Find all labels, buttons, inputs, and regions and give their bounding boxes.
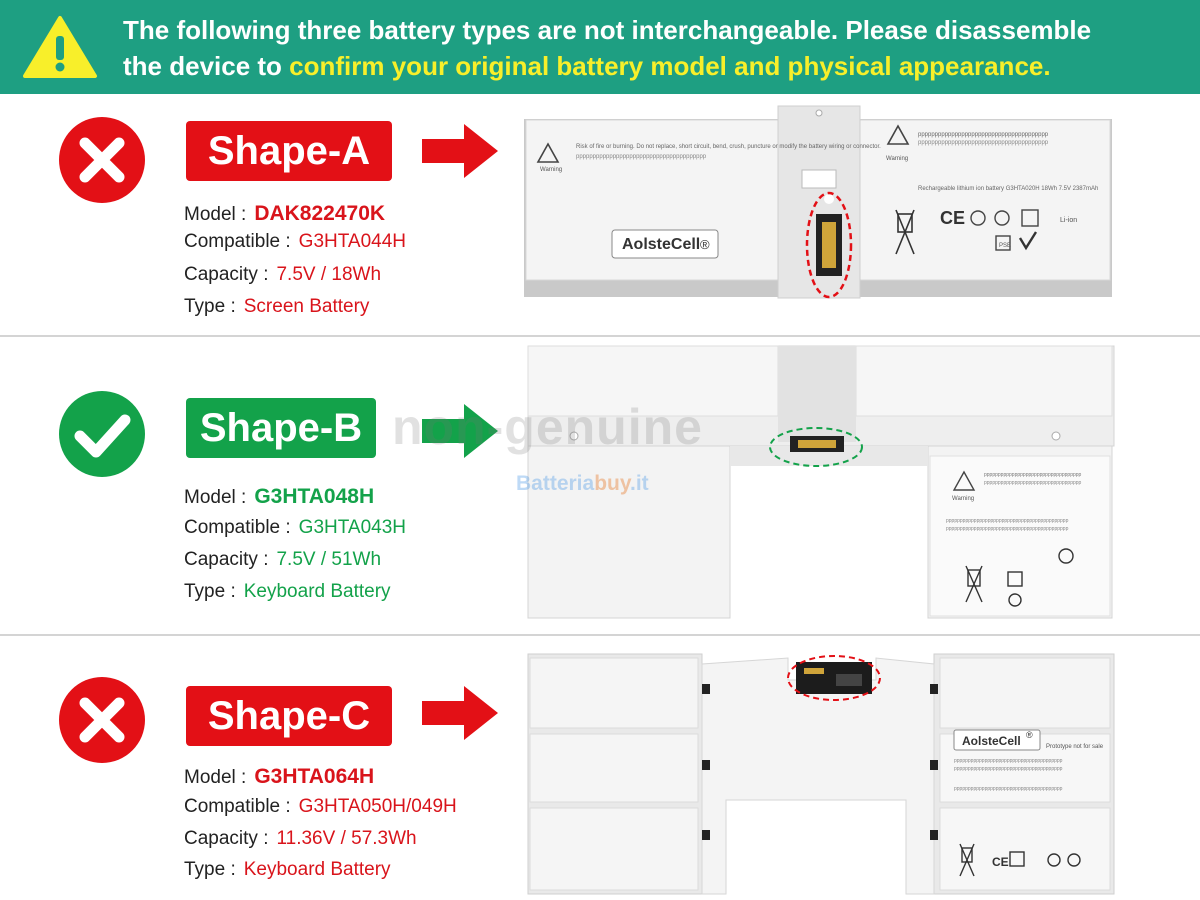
arrow-right-icon	[422, 686, 498, 740]
capacity-label: Capacity :	[184, 549, 269, 570]
type-label: Type :	[184, 296, 236, 317]
non-genuine-watermark: non-genuine	[392, 399, 703, 455]
type-label: Type :	[184, 581, 236, 602]
site-watermark-b: buy	[594, 472, 630, 495]
compatible-label: Compatible :	[184, 796, 291, 817]
banner-line-2-prefix: the device to	[123, 51, 290, 81]
ce-mark: CE	[992, 855, 1009, 869]
section-divider	[0, 634, 1200, 636]
svg-text:pppppppppppppppppppppppppppppp: ppppppppppppppppppppppppppppppppppppppp	[918, 132, 1049, 138]
capacity-value: 7.5V / 51Wh	[276, 549, 382, 570]
svg-text:pppppppppppppppppppppppppppppp: ppppppppppppppppppppppppppppppppppp	[984, 472, 1082, 478]
svg-text:®: ®	[1026, 730, 1033, 740]
capacity-value: 11.36V / 57.3Wh	[276, 828, 417, 849]
aolstecell-logo: AolsteCell	[622, 236, 700, 253]
type-value: Keyboard Battery	[243, 581, 391, 602]
type-value: Keyboard Battery	[243, 859, 391, 880]
compatible-value: G3HTA050H/049H	[298, 796, 457, 817]
capacity-label: Capacity :	[184, 264, 269, 285]
model-label: Model :	[184, 487, 247, 508]
warning-word: Warning	[952, 496, 974, 502]
site-watermark-a: Batteria	[516, 472, 595, 495]
cross-icon	[59, 677, 145, 763]
warning-triangle-icon	[23, 16, 97, 78]
svg-text:pppppppppppppppppppppppppppppp: ppppppppppppppppppppppppppppppppppppppp	[918, 140, 1049, 146]
aolstecell-logo: AolsteCell	[962, 734, 1021, 748]
type-value: Screen Battery	[243, 296, 370, 317]
battery-c-photo: AolsteCell ® Prototype not for sale pppp…	[527, 653, 1115, 895]
arrow-right-icon	[422, 404, 498, 458]
compatible-label: Compatible :	[184, 517, 291, 538]
site-watermark: Batteriabuy.it	[516, 472, 649, 496]
model-value: G3HTA048H	[254, 485, 375, 508]
label-text-2: Rechargeable lithium ion battery G3HTA02…	[918, 186, 1098, 192]
banner-line-1: The following three battery types are no…	[123, 15, 1092, 45]
shape-b-title: Shape-B	[186, 398, 376, 458]
site-watermark-c: .it	[629, 472, 649, 495]
model-label: Model :	[184, 767, 247, 788]
warning-word: Warning	[886, 156, 908, 162]
svg-text:pppppppppppppppppppppppppppppp: ppppppppppppppppppppppppppppppppppppppp	[954, 766, 1063, 772]
shape-c-title: Shape-C	[186, 686, 392, 746]
compatible-value: G3HTA043H	[298, 517, 407, 538]
banner-highlight: confirm your original battery model and …	[289, 51, 1051, 81]
svg-text:pppppppppppppppppppppppppppppp: ppppppppppppppppppppppppppppppppppppppp	[954, 786, 1063, 792]
section-divider	[0, 335, 1200, 337]
capacity-value: 7.5V / 18Wh	[276, 264, 382, 285]
svg-text:pppppppppppppppppppppppppppppp: ppppppppppppppppppppppppppppppppppppppp	[576, 154, 707, 160]
battery-a-photo: Warning Risk of fire or burning. Do not …	[524, 105, 1112, 299]
li-ion-mark: Li-ion	[1060, 217, 1077, 224]
svg-text:pppppppppppppppppppppppppppppp: pppppppppppppppppppppppppppppppppppppppp…	[946, 526, 1069, 532]
banner-message: The following three battery types are no…	[123, 12, 1193, 84]
model-value: G3HTA064H	[254, 765, 375, 788]
svg-text:pppppppppppppppppppppppppppppp: pppppppppppppppppppppppppppppppppppppppp…	[946, 518, 1069, 524]
banner-line-2: the device to confirm your original batt…	[123, 48, 1193, 84]
arrow-right-icon	[422, 124, 498, 178]
compatible-label: Compatible :	[184, 231, 291, 252]
ce-mark: CE	[940, 208, 965, 228]
pse-mark: PSE	[999, 243, 1011, 249]
warning-banner: The following three battery types are no…	[0, 0, 1200, 94]
cross-icon	[59, 117, 145, 203]
compatible-value: G3HTA044H	[298, 231, 407, 252]
svg-text:pppppppppppppppppppppppppppppp: ppppppppppppppppppppppppppppppppppp	[984, 480, 1082, 486]
prototype-note: Prototype not for sale	[1046, 744, 1104, 750]
battery-b-photo: Warning pppppppppppppppppppppppppppppppp…	[527, 345, 1115, 619]
svg-text:®: ®	[700, 237, 710, 252]
warning-word: Warning	[540, 167, 562, 173]
capacity-label: Capacity :	[184, 828, 269, 849]
model-label: Model :	[184, 204, 247, 225]
shape-a-title: Shape-A	[186, 121, 392, 181]
model-value: DAK822470K	[254, 202, 386, 225]
label-text: Risk of fire or burning. Do not replace,…	[576, 144, 881, 150]
type-label: Type :	[184, 859, 236, 880]
svg-text:pppppppppppppppppppppppppppppp: ppppppppppppppppppppppppppppppppppppppp	[954, 758, 1063, 764]
check-icon	[59, 391, 145, 477]
